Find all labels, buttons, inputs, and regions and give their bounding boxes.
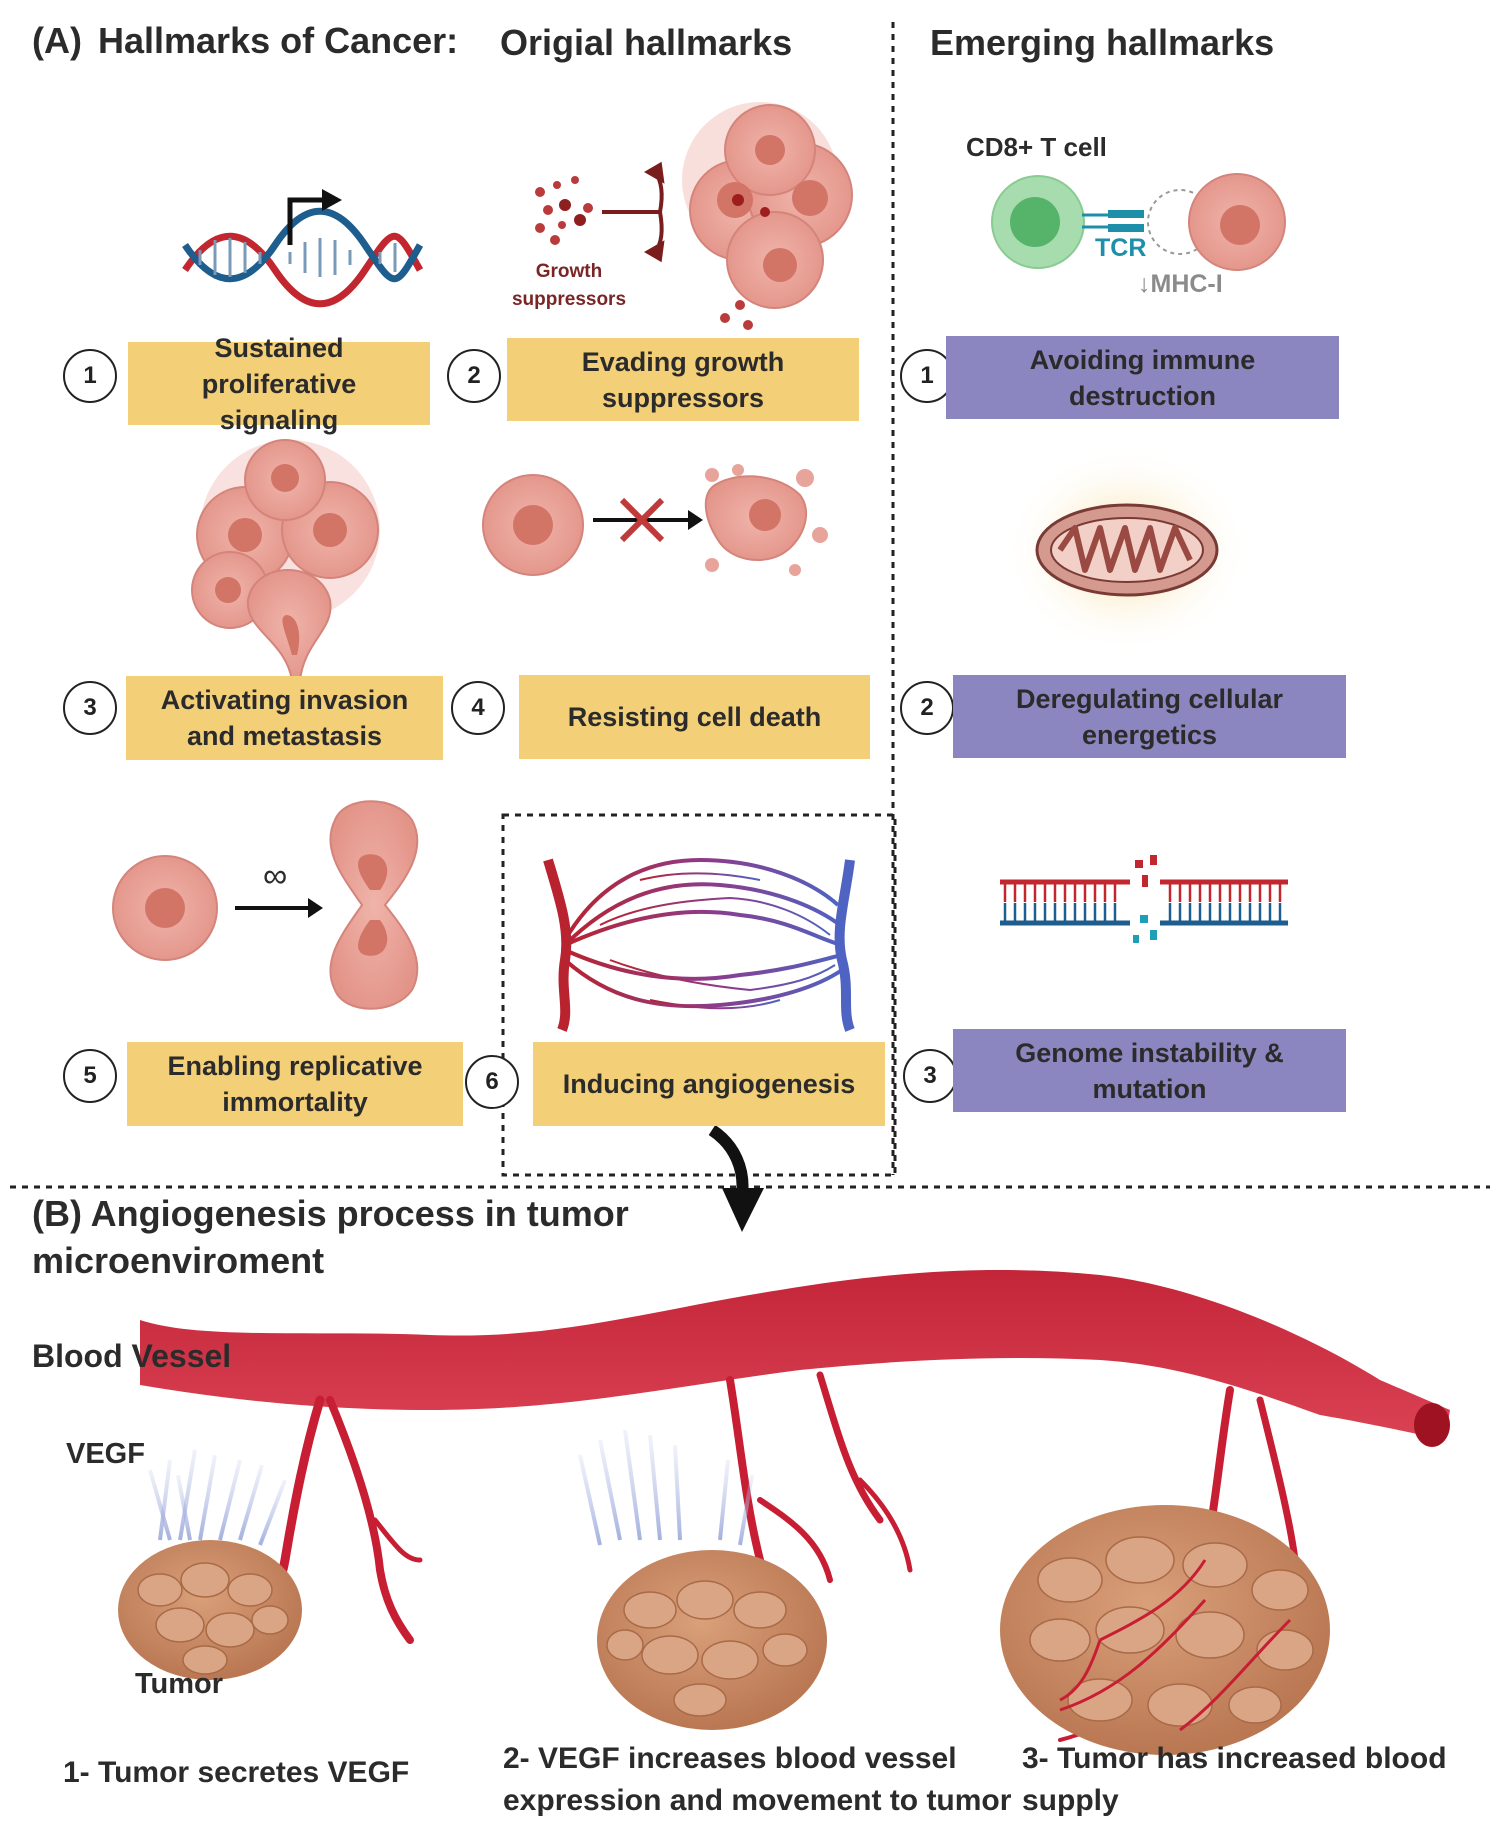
tumor-medium-icon <box>597 1550 827 1730</box>
mitochondrion-icon <box>1002 445 1252 655</box>
hallmark-2-box: Evading growth suppressors <box>507 338 859 421</box>
emerging-1-number: 1 <box>900 349 954 403</box>
hallmark-5-box: Enabling replicative immortality <box>127 1042 463 1126</box>
hallmark-6-label: Inducing angiogenesis <box>562 1069 856 1099</box>
step-3-caption-line2: supply <box>1022 1784 1119 1817</box>
emerging-3-label: Genome instability & mutation <box>1015 1037 1284 1104</box>
step-2-caption-line1: 2- VEGF increases blood vessel <box>503 1742 957 1775</box>
emerging-1-label: Avoiding immune destruction <box>1029 344 1256 411</box>
cd8-label: CD8+ T cell <box>966 132 1107 162</box>
infinity-symbol: ∞ <box>263 857 288 895</box>
hallmark-3-box: Activating invasion and metastasis <box>126 676 443 760</box>
blocked-arrow-icon <box>602 161 665 263</box>
hallmark-6-box: Inducing angiogenesis <box>533 1042 885 1126</box>
blood-vessel-label: Blood Vessel <box>32 1338 232 1374</box>
emerging-3-number: 3 <box>903 1049 957 1103</box>
hallmark-4-label: Resisting cell death <box>567 702 822 732</box>
hallmark-5-label: Enabling replicative immortality <box>167 1051 423 1117</box>
replicative-immortality-icon <box>112 800 419 1010</box>
emerging-2-number: 2 <box>900 681 954 735</box>
emerging-1-box: Avoiding immune destruction <box>946 336 1339 419</box>
cancer-cell-cluster-icon <box>682 102 853 309</box>
hallmark-3-label: Activating invasion and metastasis <box>160 685 409 751</box>
highlight-box <box>501 813 897 1177</box>
broken-dna-icon <box>1000 855 1288 943</box>
vascular-network-icon <box>543 857 855 1032</box>
hallmark-5-number: 5 <box>63 1049 117 1103</box>
tumor-small-icon <box>118 1540 302 1680</box>
panel-a-title: Hallmarks of Cancer: <box>98 20 459 61</box>
step-2-caption-line2: expression and movement to tumor <box>503 1784 1012 1817</box>
vegf-label: VEGF <box>66 1438 145 1470</box>
original-hallmarks-title: Origial hallmarks <box>500 22 793 63</box>
tumor-large-icon <box>1000 1505 1330 1755</box>
growth-suppressors-label: Growth suppressors <box>511 261 627 310</box>
emerging-3-box: Genome instability & mutation <box>953 1029 1346 1112</box>
vegf-signal-icon <box>148 1429 754 1546</box>
emerging-hallmarks-title: Emerging hallmarks <box>930 22 1275 63</box>
hallmark-2-label: Evading growth suppressors <box>581 346 785 413</box>
tumor-cell-icon <box>1188 173 1286 271</box>
hallmark-6-number: 6 <box>465 1055 519 1109</box>
panel-b-title-line2: microenviroment <box>32 1240 325 1281</box>
panel-b-title-line1: (B) Angiogenesis process in tumor <box>32 1193 629 1234</box>
panel-a-label: (A) <box>32 20 82 61</box>
hallmark-1-label: Sustained proliferative signaling <box>201 332 357 435</box>
hallmark-1-box: Sustained proliferative signaling <box>128 333 430 435</box>
step-3-caption-line1: 3- Tumor has increased blood <box>1022 1742 1447 1775</box>
mhc-label: ↓MHC-I <box>1138 270 1223 298</box>
resisting-death-icon <box>482 464 828 576</box>
emerging-2-box: Deregulating cellular energetics <box>953 675 1346 758</box>
growth-suppressor-dots-icon <box>535 176 753 330</box>
dna-helix-icon <box>182 189 424 308</box>
emerging-2-label: Deregulating cellular energetics <box>1015 683 1284 750</box>
invasion-cluster-icon <box>191 439 380 681</box>
hallmark-1-number: 1 <box>63 349 117 403</box>
hallmark-3-number: 3 <box>63 681 117 735</box>
tcr-label: TCR <box>1095 234 1147 262</box>
hallmark-4-number: 4 <box>451 681 505 735</box>
down-arrow-icon <box>708 1124 764 1232</box>
step-1-caption: 1- Tumor secretes VEGF <box>63 1756 410 1789</box>
hallmark-4-box: Resisting cell death <box>519 675 870 759</box>
hallmark-2-number: 2 <box>447 349 501 403</box>
tumor-label: Tumor <box>135 1668 224 1700</box>
